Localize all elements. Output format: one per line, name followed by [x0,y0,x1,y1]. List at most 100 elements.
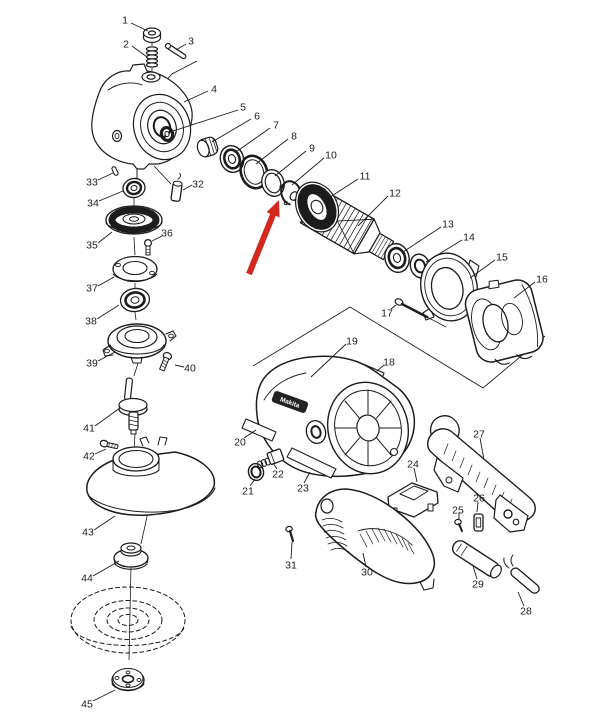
part-28-power-cord [503,554,540,594]
leader-line-22 [272,462,278,470]
leader-line-35 [97,231,113,244]
part-number-29: 29 [472,579,484,591]
leader-line-28 [517,591,525,607]
part-number-32: 32 [192,179,204,191]
highlight-arrow [246,200,280,276]
leader-line-36 [151,235,163,242]
leader-line-40 [174,364,185,368]
part-number-26: 26 [473,493,485,505]
leader-line-26 [476,501,479,513]
part-number-17: 17 [381,308,393,320]
part-number-23: 23 [297,483,309,495]
part-number-37: 37 [86,283,98,295]
part-number-18: 18 [383,357,395,369]
leader-line-11 [323,178,359,202]
part-number-15: 15 [496,252,508,264]
part-25-screw [454,518,463,532]
part-number-21: 21 [242,486,254,498]
leader-line-21 [249,478,256,487]
leader-line-33 [97,172,114,181]
part-number-20: 20 [234,437,246,449]
part-40-bolt [159,351,173,372]
part-number-4: 4 [211,84,217,96]
part-17-screw [394,298,447,328]
leader-line-8 [255,138,289,165]
leader-line-29 [472,565,478,580]
leader-line-18 [376,364,385,372]
leader-line-30 [362,552,367,568]
part-29-cord-guard [451,540,502,579]
leader-line-19 [310,343,347,378]
part-36-screw [144,239,153,256]
part-38-ball-bearing [119,287,151,313]
part-number-8: 8 [291,131,297,143]
leader-line-6 [211,118,252,143]
part-number-7: 7 [273,120,279,132]
part-35-bevel-gear [105,205,163,235]
part-11-fan [294,181,340,233]
part-1-nut [142,27,162,44]
part-2-spring [145,46,159,68]
part-6-pinion-gear [196,136,219,158]
part-number-42: 42 [83,451,95,463]
leader-line-39 [97,351,116,362]
part-8-rubber-ring [239,154,269,190]
part-number-41: 41 [83,423,95,435]
part-42-screw [99,439,119,449]
part-number-34: 34 [87,198,99,210]
part-number-33: 33 [86,177,98,189]
part-number-1: 1 [122,15,128,27]
leader-line-34 [98,190,124,202]
leader-line-2 [131,45,148,58]
part-number-31: 31 [285,560,297,572]
leader-line-7 [235,127,271,153]
leader-line-45 [92,689,116,702]
leader-line-24 [413,467,418,483]
part-number-16: 16 [536,274,548,286]
part-13-ball-bearing [384,242,410,274]
part-37-plate [112,255,158,283]
part-number-36: 36 [161,228,173,240]
part-number-27: 27 [473,429,485,441]
leader-line-16 [513,281,536,299]
part-number-44: 44 [81,573,93,585]
leader-line-14 [425,239,463,263]
part-number-9: 9 [309,143,315,155]
part-number-10: 10 [325,150,337,162]
part-27-handle-base [427,415,536,533]
part-number-40: 40 [184,363,196,375]
part-number-3: 3 [188,36,194,48]
part-number-13: 13 [442,219,454,231]
part-number-45: 45 [81,699,93,711]
part-31-screw [285,525,295,543]
part-number-5: 5 [240,102,246,114]
part-41-spindle [118,377,148,435]
part-number-22: 22 [272,469,284,481]
part-20-nameplate [241,418,277,442]
part-number-14: 14 [463,232,475,244]
leader-line-27 [479,437,485,461]
leader-line-12 [357,195,389,227]
part-number-39: 39 [86,358,98,370]
part-26-clip [473,513,484,532]
part-39-bearing-box [102,323,177,364]
part-number-43: 43 [82,527,94,539]
leader-line-38 [96,304,120,320]
part-30-handle-cover [314,488,436,591]
leader-line-23 [303,471,311,484]
leader-line-43 [93,515,116,531]
part-3-pin [164,42,187,60]
part-43-wheel-guard [86,436,216,516]
part-number-30: 30 [361,567,373,579]
leader-line-32 [182,184,193,191]
leader-line-5 [169,109,239,133]
part-number-38: 38 [85,316,97,328]
part-32-carbon-brush [170,172,183,202]
part-19-motor-housing: Makita [255,355,416,478]
part-4-gear-housing [91,63,193,181]
leader-line-31 [290,541,293,560]
part-7-ball-bearing [219,144,245,174]
